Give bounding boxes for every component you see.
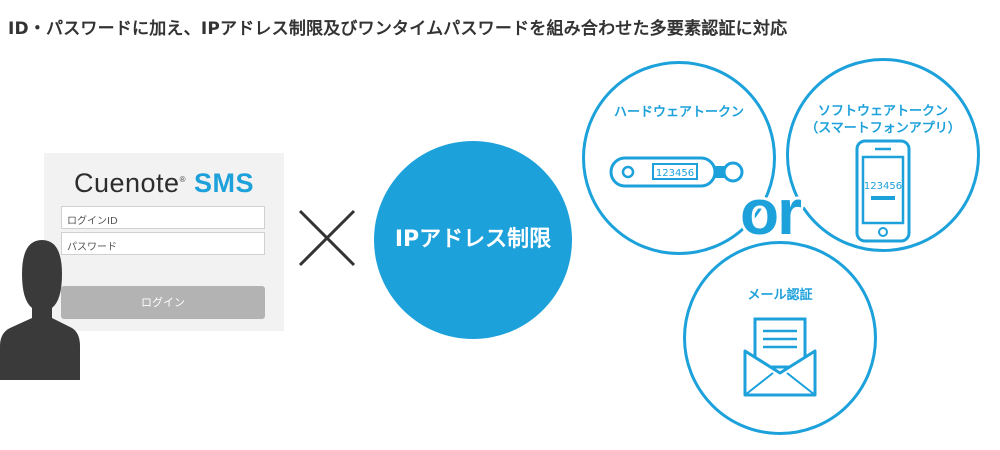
mail-auth-label: メール認証: [747, 288, 813, 303]
times-icon: [298, 209, 356, 267]
mail-auth-circle: メール認証: [683, 241, 877, 435]
software-token-label-line2: （スマートフォンアプリ）: [805, 121, 961, 136]
login-panel: Cuenote® SMS ログインID パスワード ログイン: [44, 153, 284, 331]
hardware-token-circle: ハードウェアトークン 123456: [582, 61, 776, 255]
hardware-token-code: 123456: [656, 168, 694, 179]
or-text: or: [740, 176, 802, 248]
hardware-token-label: ハードウェアトークン: [613, 105, 744, 120]
password-field[interactable]: パスワード: [61, 232, 265, 255]
software-token-label-line1: ソフトウェアトークン: [817, 104, 948, 119]
hardware-token-icon: 123456: [609, 156, 744, 188]
headline: ID・パスワードに加え、IPアドレス制限及びワンタイムパスワードを組み合わせた多…: [8, 19, 788, 39]
envelope-icon: [743, 317, 817, 397]
login-button[interactable]: ログイン: [61, 286, 265, 319]
logo-text: Cuenote: [73, 168, 180, 198]
logo-registered-mark: ®: [179, 175, 186, 184]
ip-restriction-circle: IPアドレス制限: [374, 141, 572, 339]
cuenote-sms-logo: Cuenote® SMS: [44, 168, 284, 199]
login-id-field[interactable]: ログインID: [61, 206, 265, 229]
software-token-code: 123456: [864, 181, 902, 192]
user-silhouette-icon: [0, 240, 80, 380]
software-token-label: ソフトウェアトークン （スマートフォンアプリ）: [789, 103, 977, 137]
software-token-circle: ソフトウェアトークン （スマートフォンアプリ） 123456: [786, 58, 980, 252]
logo-sms: SMS: [194, 168, 255, 198]
smartphone-icon: 123456: [855, 139, 911, 243]
